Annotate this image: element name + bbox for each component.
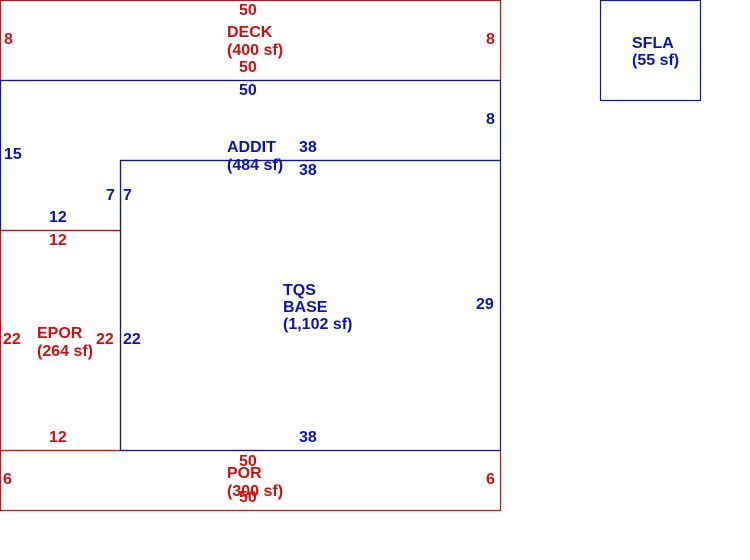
epor-name: EPOR — [37, 325, 83, 342]
sfla-area: (55 sf) — [632, 52, 680, 69]
por-dim-bottom: 50 — [239, 489, 257, 506]
addit-dim-top: 50 — [239, 82, 257, 99]
sfla-outline — [599, 0, 702, 102]
por-dim-left: 6 — [3, 471, 12, 488]
addit-dim-38-lower: 38 — [299, 162, 317, 179]
deck-area: (400 sf) — [227, 42, 284, 59]
base-dim-left: 22 — [123, 331, 141, 348]
sfla-name: SFLA — [632, 35, 674, 52]
deck-dim-left: 8 — [4, 31, 13, 48]
por-dim-right: 6 — [486, 471, 495, 488]
por-name: POR — [227, 465, 262, 482]
por-dim-top: 50 — [239, 453, 257, 470]
deck-name: DECK — [227, 24, 273, 41]
deck-dim-right: 8 — [486, 31, 495, 48]
epor-dim-left: 22 — [3, 331, 21, 348]
epor-area: (264 sf) — [37, 343, 94, 360]
base-area: (1,102 sf) — [283, 316, 353, 333]
addit-dim-left: 15 — [4, 146, 22, 163]
addit-area: (484 sf) — [227, 157, 284, 174]
base-name-line1: TQS — [283, 282, 316, 299]
addit-dim-7-right: 7 — [123, 187, 132, 204]
epor-dim-top: 12 — [49, 232, 67, 249]
base-outline — [119, 159, 502, 452]
epor-dim-right: 22 — [96, 331, 114, 348]
base-dim-bottom: 38 — [299, 429, 317, 446]
por-area: (300 sf) — [227, 483, 284, 500]
addit-dim-7-left: 7 — [106, 187, 115, 204]
base-name-line2: BASE — [283, 299, 328, 316]
addit-dim-right: 8 — [486, 111, 495, 128]
epor-dim-bottom: 12 — [49, 429, 67, 446]
deck-dim-top: 50 — [239, 2, 257, 19]
deck-dim-bottom: 50 — [239, 59, 257, 76]
base-dim-right: 29 — [476, 296, 494, 313]
addit-name: ADDIT — [227, 139, 276, 156]
addit-dim-12: 12 — [49, 209, 67, 226]
addit-dim-38-upper: 38 — [299, 139, 317, 156]
